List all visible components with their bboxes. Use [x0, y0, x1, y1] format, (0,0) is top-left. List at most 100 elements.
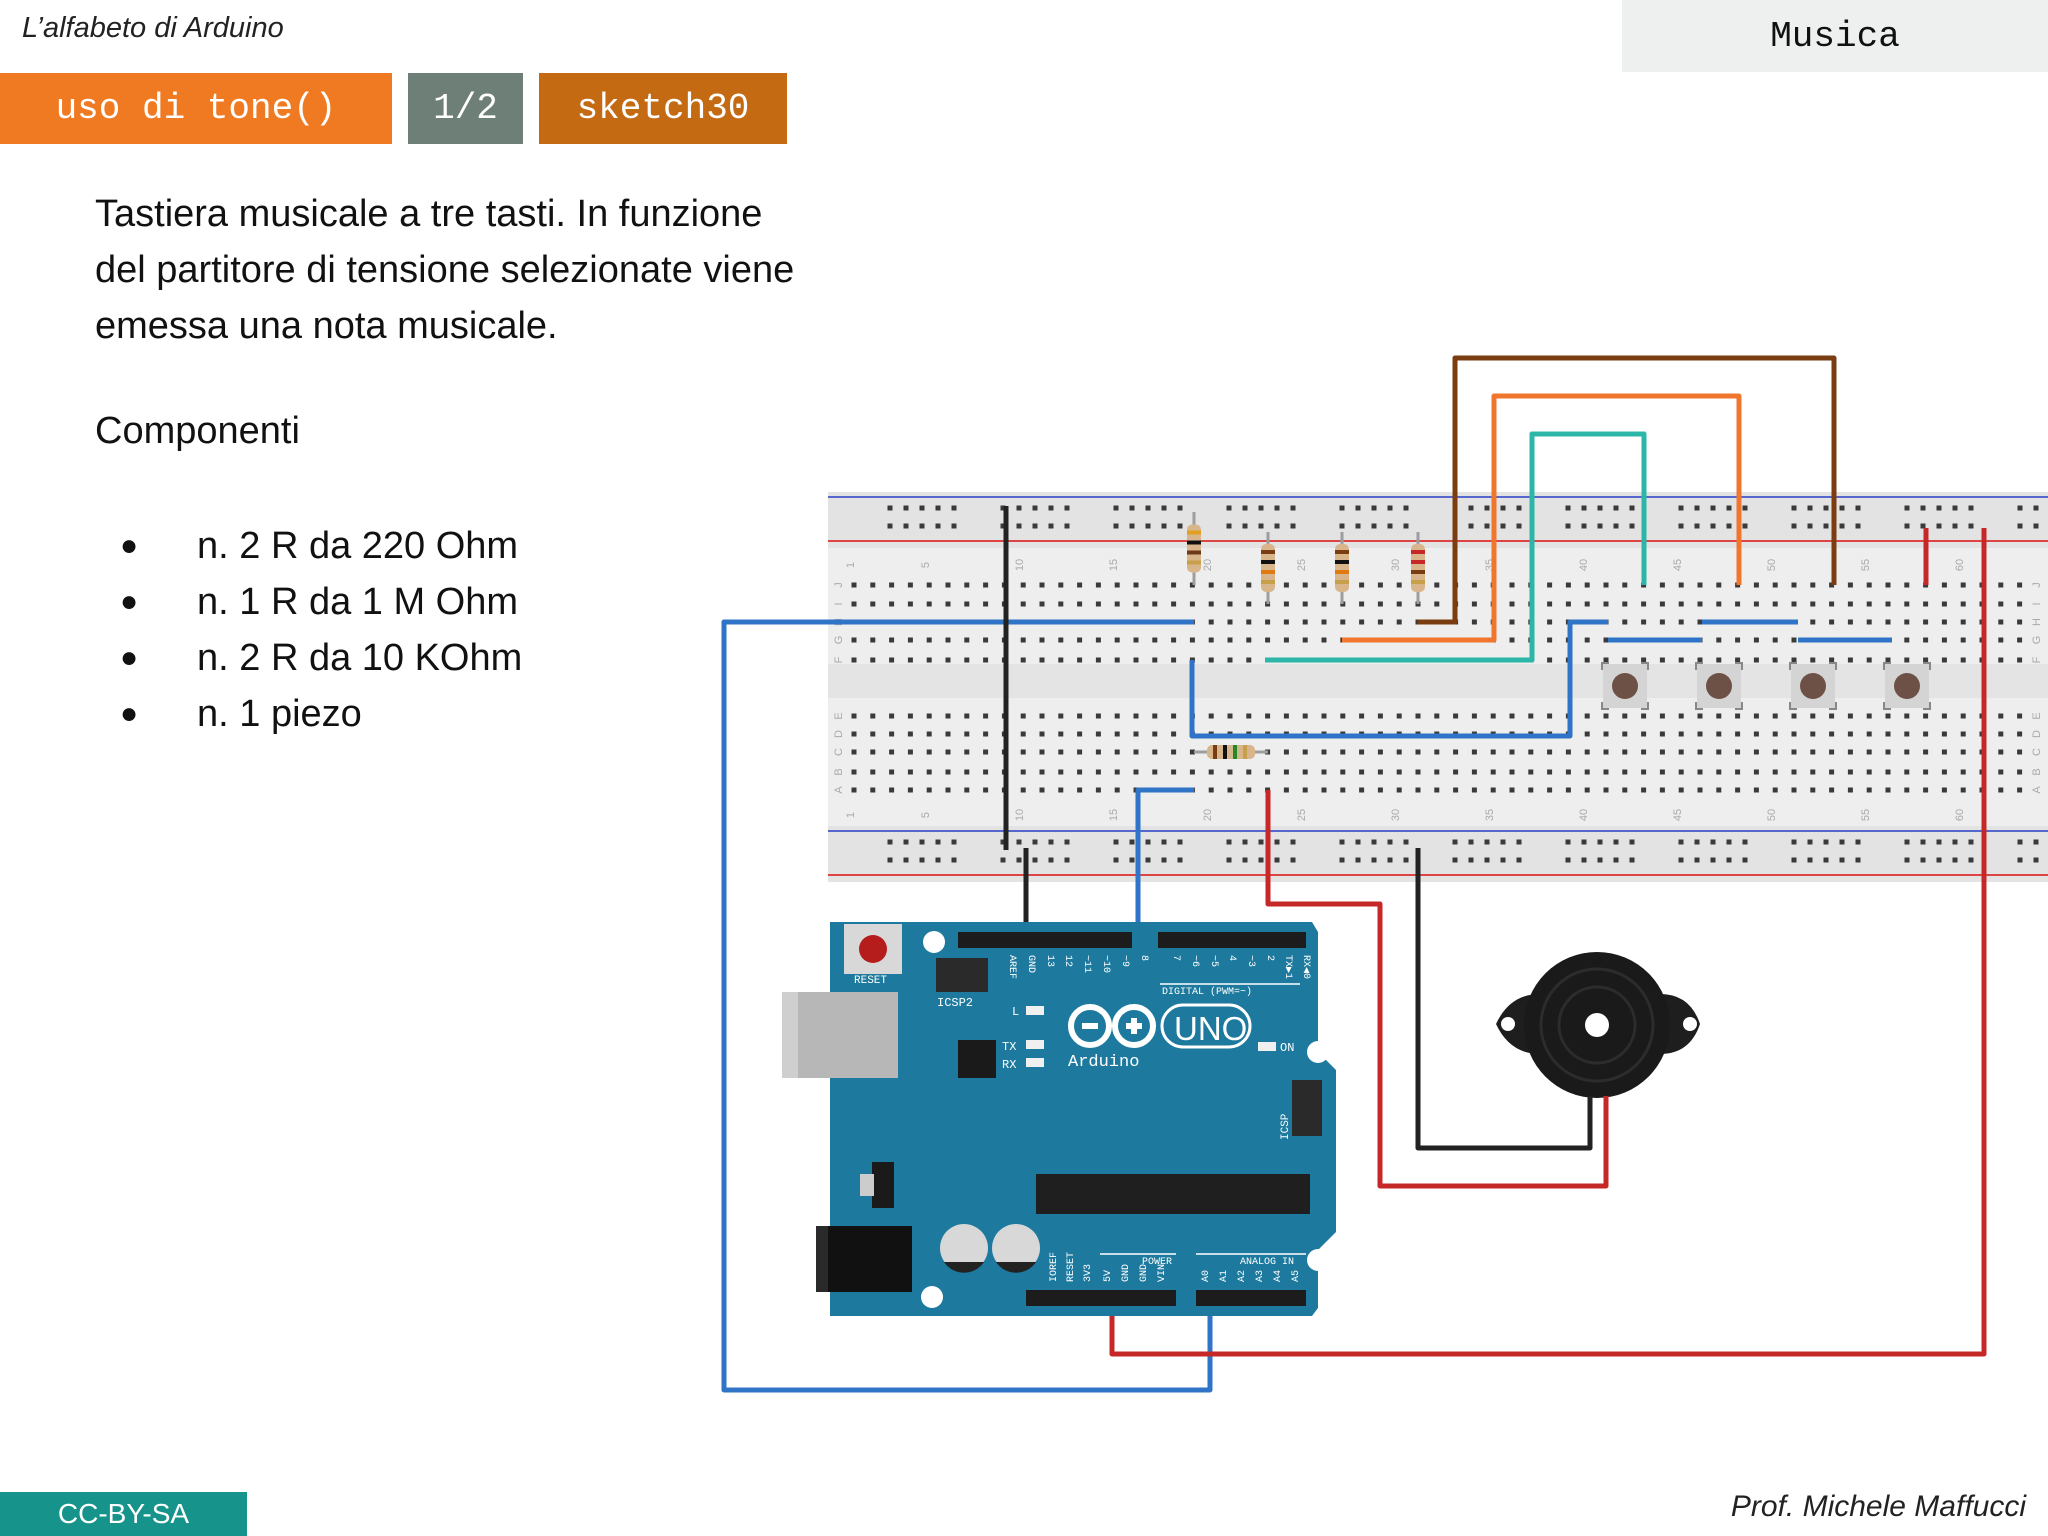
breadboard-hole: [1829, 731, 1835, 737]
breadboard-hole: [1415, 787, 1421, 793]
breadboard-hole: [1641, 657, 1647, 663]
breadboard-hole: [1641, 713, 1647, 719]
wire-red-5v: [1109, 528, 1987, 1357]
breadboard-hole: [870, 601, 876, 607]
breadboard-hole: [1227, 769, 1233, 775]
breadboard-hole: [1960, 657, 1966, 663]
wire-blue-5v-rail: [721, 619, 1213, 1393]
list-item: ●n. 2 R da 220 Ohm: [120, 518, 522, 574]
resistor-band: [1187, 530, 1201, 535]
resistor-band: [1335, 560, 1349, 564]
breadboard-hole: [1415, 713, 1421, 719]
breadboard-hole: [945, 601, 951, 607]
breadboard-hole: [1020, 749, 1026, 755]
component-label: n. 2 R da 220 Ohm: [197, 525, 519, 567]
breadboard-hole: [1697, 619, 1703, 625]
rail-hole: [1290, 505, 1296, 511]
breadboard-hole: [1509, 619, 1515, 625]
resistor-band: [1335, 580, 1349, 584]
breadboard-hole: [1622, 749, 1628, 755]
breadboard-hole: [1847, 713, 1853, 719]
breadboard-hole: [1923, 657, 1929, 663]
rail-hole: [1000, 839, 1006, 845]
column-number: 20: [1202, 559, 1214, 571]
breadboard-hole: [983, 749, 989, 755]
breadboard-hole: [1302, 582, 1308, 588]
rail-hole: [1968, 839, 1974, 845]
column-number: 1: [845, 812, 857, 818]
breadboard-hole: [1152, 749, 1158, 755]
rail-hole: [1920, 523, 1926, 529]
breadboard-hole: [1885, 769, 1891, 775]
breadboard-hole: [1904, 769, 1910, 775]
resistor-band: [1411, 570, 1425, 574]
bullet-icon: ●: [120, 585, 139, 618]
breadboard-hole: [964, 657, 970, 663]
breadboard-hole: [1547, 787, 1553, 793]
breadboard-hole: [1603, 713, 1609, 719]
rail-hole: [1355, 839, 1361, 845]
rail-hole: [1516, 505, 1522, 511]
rail-hole: [919, 857, 925, 863]
row-letter: I: [833, 602, 845, 605]
breadboard-hole: [1791, 713, 1797, 719]
breadboard-hole: [2017, 731, 2023, 737]
breadboard-hole: [1791, 787, 1797, 793]
rail-hole: [1000, 857, 1006, 863]
breadboard-hole: [983, 582, 989, 588]
row-letter: C: [2031, 748, 2043, 756]
rail-hole: [1161, 523, 1167, 529]
rail-hole: [1452, 839, 1458, 845]
rail-hole: [1791, 839, 1797, 845]
breadboard-hole: [907, 713, 913, 719]
rail-hole: [1403, 839, 1409, 845]
rail-hole: [887, 839, 893, 845]
breadboard-hole: [1265, 637, 1271, 643]
breadboard-hole: [1114, 657, 1120, 663]
breadboard-hole: [1584, 582, 1590, 588]
reset-button-cap: [859, 935, 887, 963]
rail-hole: [1064, 523, 1070, 529]
resistor-band: [1243, 745, 1247, 759]
rail-hole: [1823, 839, 1829, 845]
breadboard-hole: [1095, 787, 1101, 793]
breadboard-hole: [1547, 619, 1553, 625]
breadboard-hole: [1396, 619, 1402, 625]
reset-label: RESET: [854, 975, 887, 987]
row-letter: A: [833, 786, 845, 794]
breadboard-hole: [1133, 713, 1139, 719]
breadboard-hole: [1866, 619, 1872, 625]
rail-hole: [1161, 839, 1167, 845]
rail-hole: [1597, 505, 1603, 511]
breadboard-hole: [1791, 769, 1797, 775]
rail-hole: [1355, 857, 1361, 863]
rail-hole: [1129, 857, 1135, 863]
rail-hole: [1936, 839, 1942, 845]
breadboard-hole: [1584, 769, 1590, 775]
breadboard-hole: [1114, 713, 1120, 719]
breadboard-hole: [1603, 731, 1609, 737]
breadboard-hole: [1904, 619, 1910, 625]
wire-blue-bottom: [1189, 619, 1608, 739]
breadboard-hole: [1923, 637, 1929, 643]
breadboard-hole: [2017, 749, 2023, 755]
rail-hole: [1161, 857, 1167, 863]
rail-hole: [919, 523, 925, 529]
rail-hole: [1952, 857, 1958, 863]
breadboard-hole: [889, 657, 895, 663]
breadboard-hole: [1960, 637, 1966, 643]
breadboard-hole: [1847, 787, 1853, 793]
analog-pin-label: A5: [1291, 1270, 1302, 1282]
breadboard-hole: [1152, 637, 1158, 643]
breadboard-hole: [1923, 769, 1929, 775]
rail-hole: [1936, 505, 1942, 511]
rail-hole: [1581, 505, 1587, 511]
breadboard-hole: [1735, 731, 1741, 737]
breadboard-hole: [907, 769, 913, 775]
breadboard-hole: [1208, 601, 1214, 607]
rail-hole: [2033, 857, 2039, 863]
breadboard-hole: [1772, 582, 1778, 588]
breadboard-hole: [1039, 749, 1045, 755]
breadboard-hole: [1283, 637, 1289, 643]
breadboard-hole: [1471, 769, 1477, 775]
